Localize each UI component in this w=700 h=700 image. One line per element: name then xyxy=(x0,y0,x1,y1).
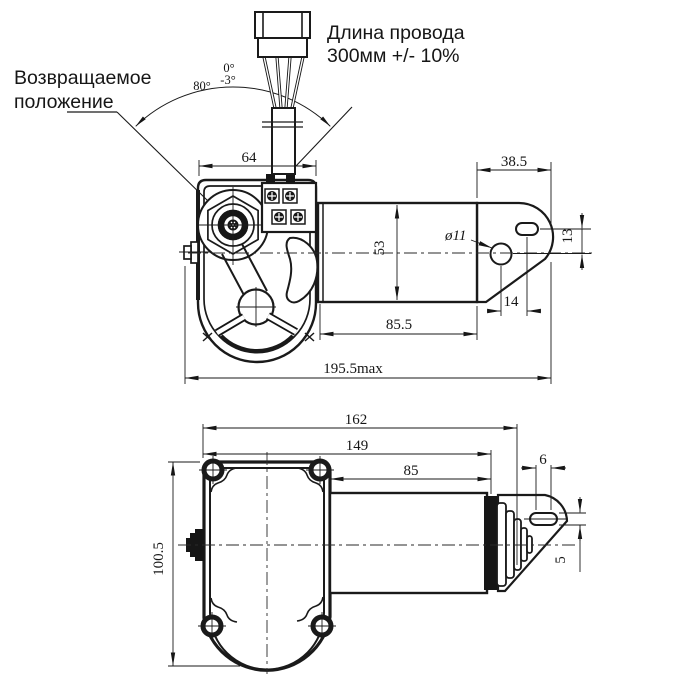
dim-hole-dia: ø11 xyxy=(444,228,493,249)
terminal-screws xyxy=(267,191,303,222)
bracket-slot-rear xyxy=(524,512,568,526)
angle-upper-label: 0° xyxy=(223,61,234,75)
dim-85: 85 xyxy=(329,463,491,489)
arc-arrow-left xyxy=(135,116,146,127)
cam-plate xyxy=(285,236,319,304)
arc-arrow-right xyxy=(320,116,331,127)
dim-6-label: 6 xyxy=(539,452,547,468)
bottom-view: 162 149 85 6 5 100.5 xyxy=(151,412,586,674)
bearing-cone xyxy=(496,502,533,587)
sweep-arc xyxy=(135,86,331,127)
cover-bolts xyxy=(198,456,336,640)
dim-13: 13 xyxy=(513,213,591,270)
crank-linkage xyxy=(202,236,319,342)
top-view: 64 38.5 53 ø11 13 14 xyxy=(14,11,592,384)
dim-149: 149 xyxy=(203,438,492,494)
park-position-ray xyxy=(295,106,353,167)
dim-85-5: 85.5 xyxy=(319,304,478,340)
dim-14: 14 xyxy=(487,237,541,316)
crank-arm xyxy=(221,243,268,298)
dim-38-5: 38.5 xyxy=(476,154,552,228)
cover-scallops xyxy=(210,467,324,623)
dim-13-label: 13 xyxy=(560,229,576,244)
gear-cover-rear xyxy=(186,456,336,672)
motor-body-side xyxy=(316,201,479,304)
angle-lower-label: -3° xyxy=(220,73,235,87)
return-position-line1: Возвращаемое xyxy=(14,67,151,89)
wire-note-line2: 300мм +/- 10% xyxy=(327,45,460,67)
bracket-hole xyxy=(489,242,513,266)
dim-162-label: 162 xyxy=(345,412,368,428)
dim-195-5: 195.5max xyxy=(184,262,552,384)
housing-bottom-rim xyxy=(219,334,295,354)
dim-hole-dia-label: ø11 xyxy=(444,228,466,244)
dim-64-label: 64 xyxy=(242,150,258,166)
terminal-block xyxy=(260,174,318,234)
shaft-centerlines xyxy=(196,187,271,265)
motor-body-rear xyxy=(328,491,497,595)
adjuster-bolt xyxy=(179,241,212,264)
drain-hole-marks xyxy=(202,332,315,342)
dim-85-label: 85 xyxy=(404,463,419,479)
bracket-slot xyxy=(515,222,539,236)
sleeve-band xyxy=(262,121,303,128)
wire-note-line1: Длина провода xyxy=(327,22,465,44)
dim-6: 6 xyxy=(521,452,566,510)
dim-14-label: 14 xyxy=(504,294,520,310)
wire-length-note: Длина провода 300мм +/- 10% xyxy=(327,22,465,67)
wire-harness xyxy=(254,11,311,175)
return-position-ray xyxy=(116,111,209,202)
terminal-tab-left xyxy=(266,174,275,183)
dim-53-label: 53 xyxy=(372,241,388,256)
output-shaft-assembly xyxy=(196,187,271,265)
mounting-bracket-side xyxy=(475,201,555,304)
wiper-sweep-angle xyxy=(116,86,353,202)
dim-149-label: 149 xyxy=(346,438,369,454)
dim-85-5-label: 85.5 xyxy=(386,317,412,333)
dim-5-label: 5 xyxy=(553,556,569,564)
dim-53: 53 xyxy=(372,205,400,300)
bracket-features-side xyxy=(489,222,539,266)
harness-sleeve xyxy=(271,107,296,175)
motor-end-clamp xyxy=(484,496,497,590)
dim-195-5-label: 195.5max xyxy=(323,361,383,377)
dim-64: 64 xyxy=(198,150,317,176)
return-position-note: Возвращаемое положение xyxy=(14,67,151,113)
terminal-tab-right xyxy=(286,174,295,183)
angle-sweep-label: 80° xyxy=(193,79,211,93)
dim-38-5-label: 38.5 xyxy=(501,154,527,170)
return-position-line2: положение xyxy=(14,91,114,113)
dim-5: 5 xyxy=(553,497,586,572)
dim-100-5: 100.5 xyxy=(151,461,240,667)
dim-100-5-label: 100.5 xyxy=(151,542,167,576)
connector-body xyxy=(257,37,308,58)
